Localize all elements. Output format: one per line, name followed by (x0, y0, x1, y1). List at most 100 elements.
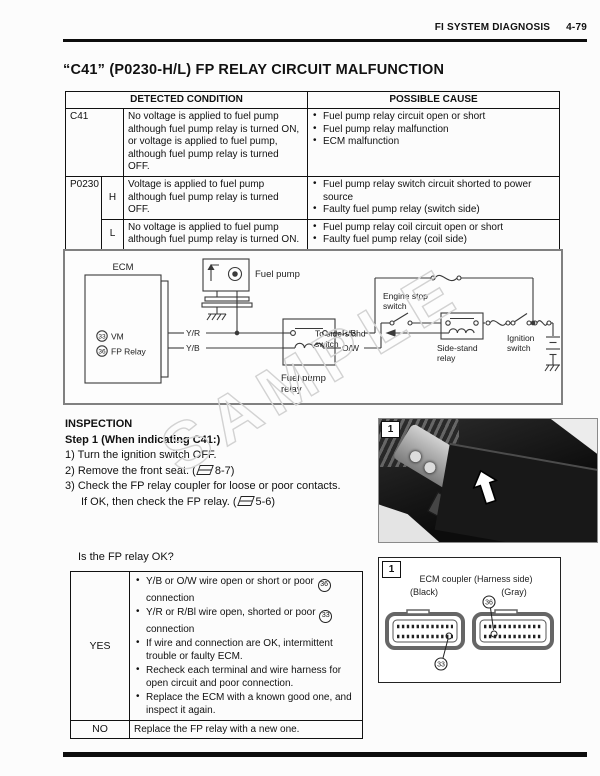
terminal-33-pointer (434, 632, 453, 671)
page-reference: 8-7 (196, 464, 231, 477)
question-text: Is the FP relay OK? (78, 551, 174, 563)
ecm-coupler-svg: ECM coupler (Harness side) (Black) (Gray… (385, 574, 554, 671)
ignition-switch-label-1: Ignition (507, 333, 535, 343)
figure-badge: 1 (382, 561, 401, 578)
step-text: 1) Turn the ignition switch OFF. (65, 449, 217, 461)
figure-badge: 1 (381, 421, 400, 438)
fuel-pump-symbol (201, 258, 253, 314)
step-text: ) (230, 464, 235, 477)
fuse-symbol-1 (485, 320, 511, 326)
coupler-title: ECM coupler (Harness side) (419, 574, 532, 584)
wire-yr-label: Y/R (186, 328, 200, 338)
terminal-36-pointer (482, 595, 498, 638)
battery-ground-symbol (544, 364, 560, 372)
cause-item: Faulty fuel pump relay (coil side) (312, 233, 555, 247)
result-item: Y/R or R/Bl wire open, shorted or poor 3… (134, 605, 358, 636)
fuse-symbol-top (430, 274, 462, 282)
wire-rbl-label: R/Bl (342, 328, 358, 338)
page-ref-icon (236, 495, 255, 506)
page-header: FI SYSTEM DIAGNOSIS 4-79 (435, 22, 587, 33)
inspection-section: INSPECTION Step 1 (When indicating C41:)… (65, 417, 377, 510)
terminal-33-number: 33 (437, 662, 445, 669)
table-row: L No voltage is applied to fuel pump alt… (66, 218, 560, 250)
footer-rule (63, 752, 587, 757)
result-item: Recheck each terminal and wire harness f… (134, 663, 358, 690)
condition-cell: No voltage is applied to fuel pump altho… (123, 218, 308, 250)
cause-item: Fuel pump relay circuit open or short (312, 110, 555, 124)
no-row: NO Replace the FP relay with a new one. (70, 720, 363, 739)
pointer-arrow-icon (472, 469, 499, 505)
dtc-code-cell: P0230 (65, 175, 102, 250)
cover-shape (434, 442, 597, 542)
yes-cell: YES (70, 571, 130, 721)
cause-cell: Fuel pump relay coil circuit open or sho… (307, 218, 560, 250)
gray-coupler (472, 609, 554, 650)
ignition-switch-label-2: switch (507, 343, 531, 353)
inspection-step-2: 2) Remove the front seat. ( 8-7) (65, 464, 377, 480)
terminal-33-circle (96, 330, 108, 342)
cause-item: Fuel pump relay switch circuit shorted t… (312, 178, 555, 204)
page-ref-number: 8-7 (214, 464, 231, 477)
inspection-step-1: 1) Turn the ignition switch OFF. (65, 448, 377, 464)
condition-cell: No voltage is applied to fuel pump altho… (123, 108, 308, 177)
inspection-step-3: 3) Check the FP relay coupler for loose … (65, 479, 377, 495)
result-table: YES Y/B or O/W wire open or short or poo… (70, 571, 363, 739)
cause-cell: Fuel pump relay switch circuit shorted t… (307, 175, 560, 220)
inspection-heading: INSPECTION (65, 418, 133, 430)
side-stand-relay-label-2: relay (437, 353, 456, 363)
fuse-symbol-2 (532, 320, 552, 326)
wiring-diagram-svg: ECM 33 VM 36 FP Relay Y/R Y/B Fuel pump … (84, 258, 560, 395)
terminal-badge: 36 (317, 579, 331, 592)
dtc-sub-cell: H (101, 175, 124, 220)
yes-row: YES Y/B or O/W wire open or short or poo… (70, 571, 363, 721)
detected-condition-header: DETECTED CONDITION (65, 91, 308, 109)
black-coupler-label: (Black) (410, 587, 438, 597)
yes-actions-cell: Y/B or O/W wire open or short or poor 36… (129, 571, 363, 721)
step-heading: Step 1 (When indicating C41:) (65, 433, 221, 446)
ecm-coupler-figure: ECM coupler (Harness side) (Black) (Gray… (378, 557, 561, 683)
ignition-switch-symbol (510, 313, 532, 326)
condition-cell: Voltage is applied to fuel pump although… (123, 175, 308, 220)
engine-stop-switch-symbol (389, 312, 413, 326)
terminal-badge: 33 (319, 610, 333, 623)
page-title: “C41” (P0230-H/L) FP RELAY CIRCUIT MALFU… (63, 62, 445, 78)
fp-relay-terminal-number: 36 (98, 349, 106, 356)
no-cell: NO (70, 720, 130, 739)
terminal-36-number: 36 (485, 600, 493, 607)
to-side-stand-label-2: switch (315, 339, 339, 349)
header-rule (63, 39, 587, 42)
condition-table: DETECTED CONDITION POSSIBLE CAUSE C41 No… (65, 91, 560, 250)
engine-stop-label-1: Engine stop (383, 291, 428, 301)
battery-symbol (546, 323, 560, 365)
table-row: C41 No voltage is applied to fuel pump a… (65, 108, 560, 177)
terminal-36-circle (96, 345, 108, 357)
result-item: Y/B or O/W wire open or short or poor 36… (134, 574, 358, 605)
engine-stop-label-2: switch (383, 301, 407, 311)
fuel-pump-relay-label-2: relay (281, 384, 302, 395)
bolt-shape (408, 449, 424, 465)
result-item: Replace the ECM with a known good one, a… (134, 690, 358, 717)
header-section: FI SYSTEM DIAGNOSIS (434, 22, 551, 33)
step-text: ) (271, 495, 276, 508)
inspection-photo: 1 (378, 418, 598, 543)
ecm-box (84, 274, 169, 384)
dtc-code-cell: C41 (65, 108, 124, 177)
side-stand-relay-symbol (440, 312, 484, 340)
step-text: If OK, then check the FP relay. ( (81, 495, 237, 508)
black-coupler (385, 609, 465, 650)
cause-cell: Fuel pump relay circuit open or short Fu… (307, 108, 560, 177)
page-number: 4-79 (566, 22, 587, 33)
page-reference: 5-6 (236, 495, 272, 508)
vm-label: VM (111, 332, 124, 342)
step-text: 3) Check the FP relay coupler for loose … (65, 480, 341, 492)
table-header-row: DETECTED CONDITION POSSIBLE CAUSE (65, 91, 560, 109)
to-side-stand-label-1: To side-stand (315, 329, 366, 339)
fuel-pump-relay-symbol (282, 318, 336, 366)
cause-item: Fuel pump relay malfunction (312, 123, 555, 137)
ground-symbol (206, 313, 227, 321)
step-text: 2) Remove the front seat. ( (65, 464, 196, 477)
cause-item: Fuel pump relay coil circuit open or sho… (312, 221, 555, 235)
page-ref-number: 5-6 (255, 495, 272, 508)
cause-item: Faulty fuel pump relay (switch side) (312, 203, 555, 217)
